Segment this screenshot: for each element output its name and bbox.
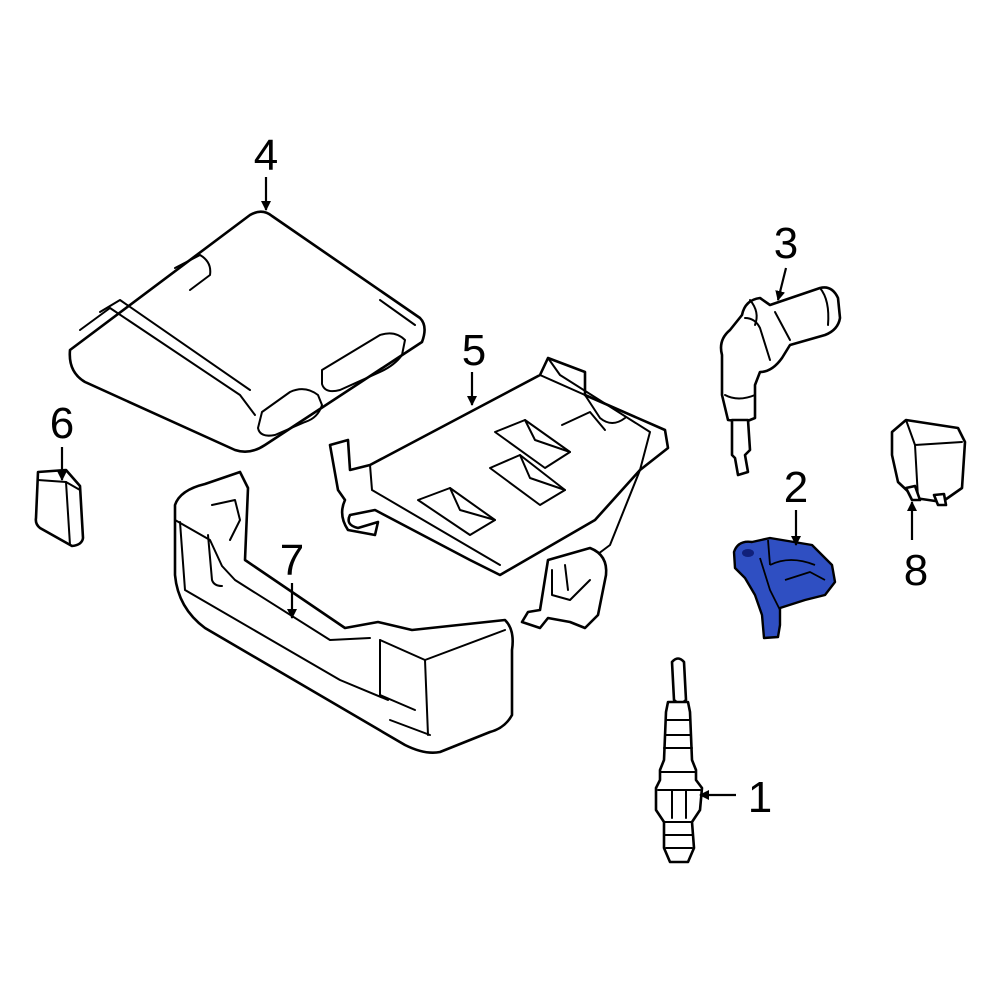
callout-1: 1 bbox=[748, 773, 772, 822]
callout-5: 5 bbox=[462, 326, 486, 375]
callout-4: 4 bbox=[254, 131, 278, 180]
callout-3: 3 bbox=[774, 219, 798, 268]
part-5-mounting-tray[interactable] bbox=[328, 356, 670, 630]
callout-7: 7 bbox=[280, 536, 304, 585]
callout-2: 2 bbox=[784, 463, 808, 512]
part-2-sensor-highlighted[interactable] bbox=[732, 536, 837, 640]
part-7-bracket[interactable] bbox=[173, 470, 514, 754]
part-1-glow-plug[interactable] bbox=[654, 657, 704, 864]
callout-6: 6 bbox=[50, 399, 74, 448]
callout-8: 8 bbox=[904, 546, 928, 595]
part-4-control-module[interactable] bbox=[68, 210, 426, 453]
leader-3 bbox=[775, 267, 788, 301]
part-8-relay[interactable] bbox=[890, 418, 967, 507]
part-6-block[interactable] bbox=[34, 468, 85, 548]
part-3-sensor[interactable] bbox=[719, 286, 842, 477]
